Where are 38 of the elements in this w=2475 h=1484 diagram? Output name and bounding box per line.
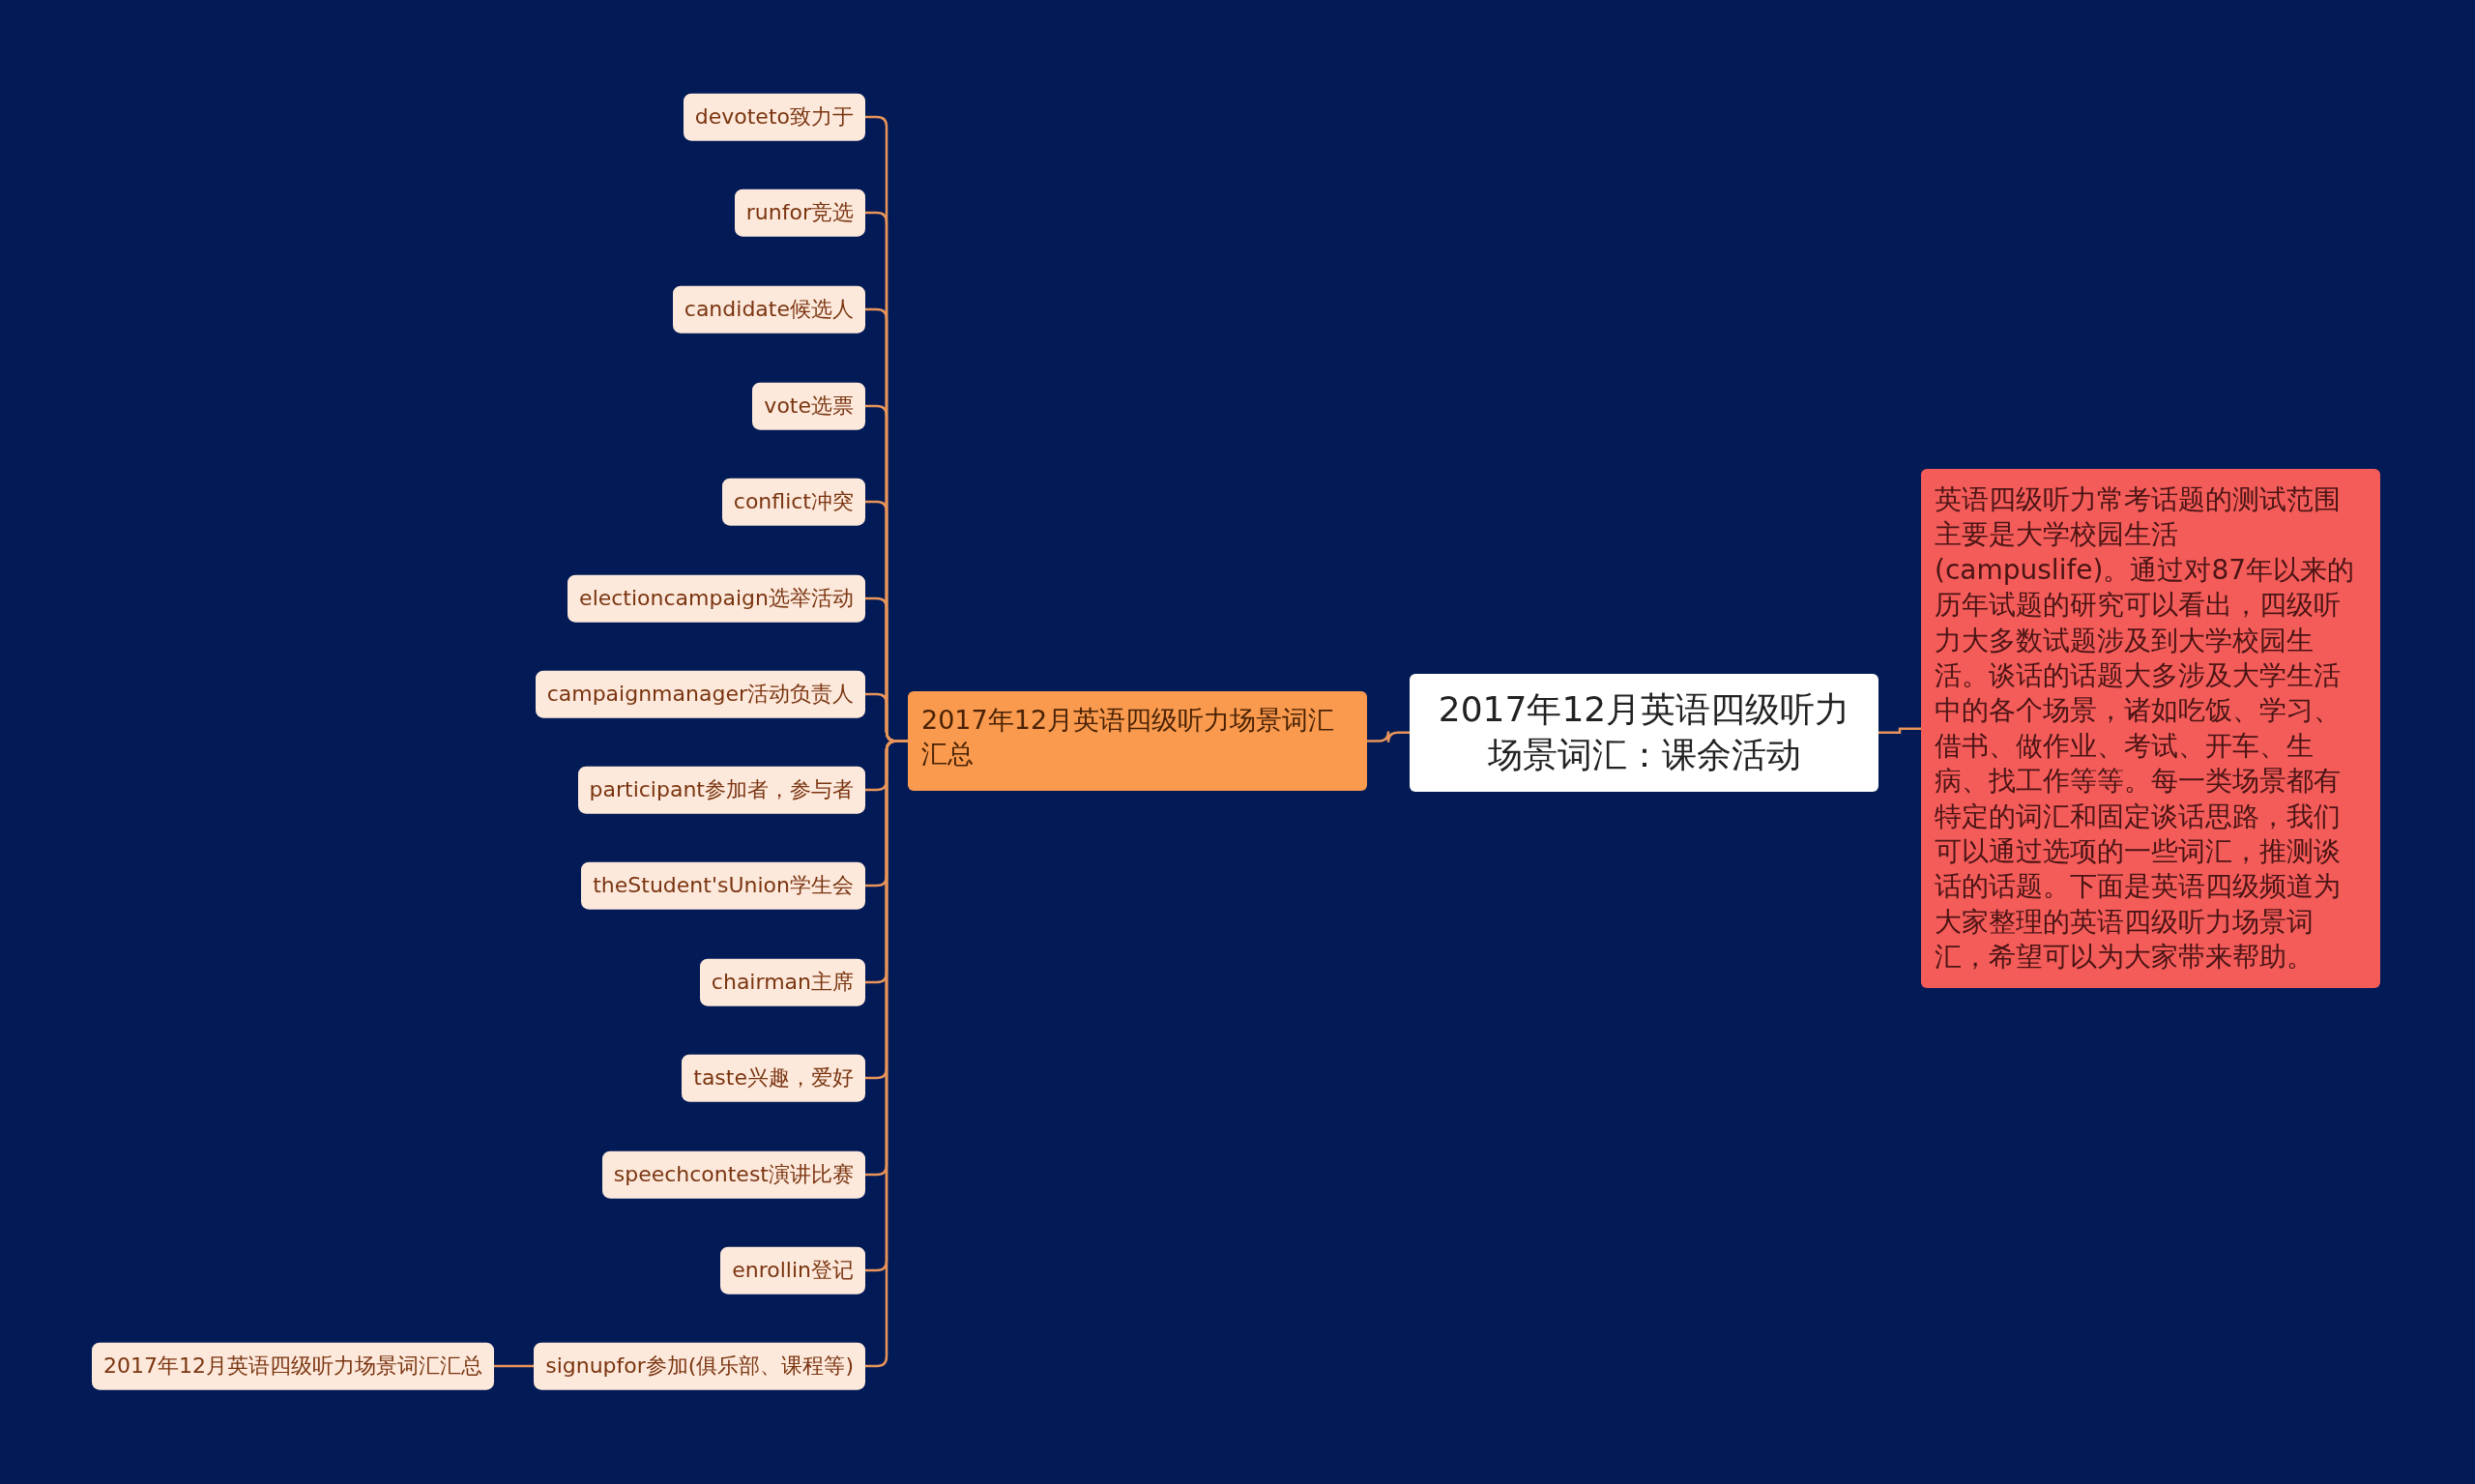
node-text: enrollin登记 [732, 1257, 854, 1282]
branch-topic-box [908, 691, 1367, 791]
term-box [568, 574, 865, 623]
term-box [721, 478, 865, 526]
node-text: campaignmanager活动负责人 [546, 681, 854, 706]
term-box [720, 1246, 865, 1295]
term-box [699, 958, 865, 1006]
term-box [581, 861, 865, 910]
term-box [92, 1342, 494, 1390]
term-box [534, 1342, 865, 1390]
node-text: chairman主席 [711, 969, 854, 994]
term-box [672, 285, 865, 334]
node-text: devoteto致力于 [694, 103, 854, 129]
connector-line [1878, 727, 1921, 735]
node-text: speechcontest演讲比赛 [613, 1161, 854, 1186]
term-box [601, 1150, 865, 1199]
node-text: 英语四级听力常考话题的测试范围主要是大学校园生活(campuslife)。通过对87年以来的历年试题的研究可以看出，四级听力大多数试题涉及到大学校园生活。谈话的话题大多涉及大学生活中的各个场景，诸如吃饭、学习、借书、做作业、考试、开车、生病、找工作等等。每一类场景都有特定的词汇和固定谈话思路，我们可以通过选项的一些词汇，推测谈话的话题。下面是英语四级频道为大家整理的英语四级听力场景词汇，希望可以为大家带来帮助。 [1935, 483, 2355, 974]
connector-line [494, 1364, 535, 1368]
node-text: 2017年12月英语四级听力场景词汇汇总 [103, 1353, 482, 1378]
node-text: 2017年12月英语四级听力场景词汇汇总 [921, 705, 1335, 770]
node-text: runfor竞选 [745, 199, 854, 224]
node-text: participant参加者，参与者 [589, 776, 854, 801]
central-topic-box [1410, 674, 1878, 792]
node-text: theStudent'sUnion学生会 [593, 872, 854, 897]
node-text: conflict冲突 [733, 488, 854, 513]
term-box [752, 382, 865, 430]
node-text: candidate候选人 [684, 296, 854, 321]
term-box [734, 189, 865, 237]
node-text: taste兴趣，爱好 [693, 1064, 854, 1090]
node-text: 2017年12月英语四级听力场景词汇：课余活动 [1438, 689, 1850, 774]
node-text: signupfor参加(俱乐部、课程等) [545, 1353, 854, 1378]
connector-line [1367, 730, 1410, 744]
node-text: electioncampaign选举活动 [579, 585, 854, 610]
node-text: vote选票 [764, 393, 854, 418]
term-box [535, 670, 865, 718]
term-box [683, 93, 865, 141]
term-box [682, 1054, 865, 1102]
term-box [577, 766, 865, 814]
